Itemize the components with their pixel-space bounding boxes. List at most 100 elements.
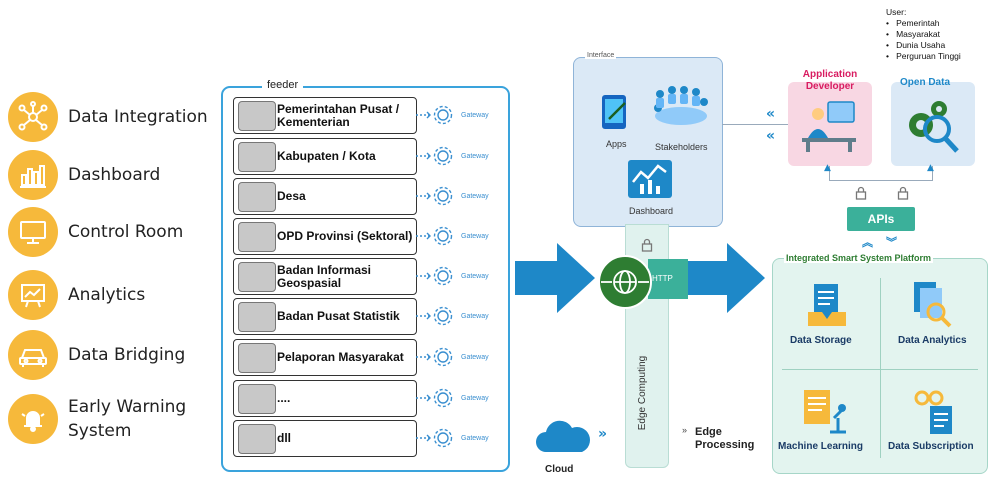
- edge-processing-line2: Processing: [695, 439, 755, 451]
- feeder-row: Desa: [233, 178, 417, 215]
- row-placeholder-box: [238, 101, 276, 131]
- interface-title: Interface: [585, 52, 617, 59]
- data-storage-icon: [808, 284, 846, 326]
- tablet-icon: [602, 95, 626, 129]
- feeder-row: Kabupaten / Kota: [233, 138, 417, 175]
- app-developer-line1: Application: [802, 69, 858, 80]
- apps-label: Apps: [606, 139, 627, 149]
- gateway-label: Gateway: [461, 312, 489, 320]
- apis-box: APIs: [847, 207, 915, 231]
- feeder-row: Pelaporan Masyarakat: [233, 339, 417, 376]
- feature-dashboard: Dashboard: [8, 150, 160, 200]
- feature-label: Data Bridging: [68, 345, 186, 365]
- user-item: • Masyarakat: [886, 29, 940, 39]
- row-label: Kabupaten / Kota: [277, 149, 376, 163]
- open-data-panel: [891, 82, 975, 166]
- http-band: [648, 259, 688, 299]
- user-item: • Pemerintah: [886, 18, 940, 28]
- user-list: User: • Pemerintah • Masyarakat • Dunia …: [886, 7, 961, 62]
- car-icon: [8, 330, 58, 380]
- gateway: Gateway: [416, 265, 489, 287]
- gear-icon: [416, 428, 453, 448]
- gear-icon: [416, 347, 453, 367]
- bell-icon: [8, 394, 58, 444]
- gear-icon: [416, 105, 453, 125]
- gateway-label: Gateway: [461, 434, 489, 442]
- gateway-label: Gateway: [461, 394, 489, 402]
- feature-label: Dashboard: [68, 165, 161, 185]
- chevron-left-icon: «: [766, 106, 776, 122]
- edge-chevron-icon: »: [682, 425, 688, 435]
- feeder-panel: [221, 86, 510, 472]
- connector-line: [722, 124, 790, 125]
- arrow-up-icon: ▲: [824, 163, 831, 173]
- feeder-row: dll: [233, 420, 417, 457]
- gateway-label: Gateway: [461, 111, 489, 119]
- http-label: HTTP: [652, 274, 673, 283]
- feeder-row: Badan Informasi Geospasial: [233, 258, 417, 295]
- lock-icon: [855, 186, 867, 200]
- feature-label: Analytics: [68, 285, 146, 305]
- gear-icon: [416, 306, 453, 326]
- connector-line: [829, 166, 830, 180]
- gateway: Gateway: [416, 387, 489, 409]
- row-label: ....: [277, 391, 291, 405]
- gateway-label: Gateway: [461, 232, 489, 240]
- feature-label: Data Integration: [68, 107, 208, 127]
- data-subscription-icon: [914, 390, 952, 434]
- row-label: Pelaporan Masyarakat: [277, 350, 404, 364]
- globe-icon: [598, 255, 652, 309]
- feature-data-bridging: Data Bridging: [8, 330, 185, 380]
- row-placeholder-box: [238, 182, 276, 212]
- apis-label: APIs: [867, 212, 895, 226]
- gateway: Gateway: [416, 225, 489, 247]
- row-label: Desa: [277, 189, 306, 203]
- row-label: Badan Informasi Geospasial: [277, 262, 372, 290]
- big-arrow-icon: [515, 243, 595, 313]
- row-placeholder-box: [238, 424, 276, 454]
- dashboard-label: Dashboard: [629, 206, 674, 216]
- gateway-label: Gateway: [461, 152, 489, 160]
- feature-label-line1: Early Warning: [68, 397, 187, 417]
- gateway: Gateway: [416, 427, 489, 449]
- platform-cell-label: Data Subscription: [888, 441, 974, 452]
- row-label: dll: [277, 431, 291, 445]
- gateway-label: Gateway: [461, 272, 489, 280]
- platform-divider: [782, 369, 978, 370]
- row-placeholder-box: [238, 222, 276, 252]
- chevron-left-icon: «: [766, 128, 776, 144]
- interface-panel: [573, 57, 723, 227]
- gateway: Gateway: [416, 104, 489, 126]
- feeder-row: OPD Provinsi (Sektoral): [233, 218, 417, 255]
- arrow-up-icon: ▲: [927, 163, 934, 173]
- feature-data-integration: Data Integration: [8, 92, 208, 142]
- feature-control-room: Control Room: [8, 207, 183, 257]
- row-label: Pemerintahan Pusat / Kementerian: [277, 101, 400, 129]
- network-icon: [8, 92, 58, 142]
- big-arrow-icon: [685, 243, 765, 313]
- gateway-label: Gateway: [461, 192, 489, 200]
- feeder-title: feeder: [262, 79, 304, 91]
- feature-label: Control Room: [68, 222, 184, 242]
- lock-icon: [641, 238, 653, 252]
- dashboard-icon: [628, 160, 672, 198]
- cloud-icon: [536, 420, 590, 452]
- lock-icon: [897, 186, 909, 200]
- platform-cell-label: Data Storage: [790, 335, 852, 346]
- data-analytics-icon: [914, 282, 952, 328]
- cloud-label: Cloud: [545, 464, 574, 475]
- analytics-board-icon: [8, 270, 58, 320]
- row-placeholder-box: [238, 384, 276, 414]
- feature-label-line2: System: [68, 421, 132, 441]
- open-data-gears-icon: [909, 101, 959, 153]
- open-data-label: Open Data: [900, 77, 951, 88]
- feeder-row: Badan Pusat Statistik: [233, 298, 417, 335]
- gateway: Gateway: [416, 145, 489, 167]
- feature-analytics: Analytics: [8, 270, 145, 320]
- platform-cell-label: Data Analytics: [898, 335, 967, 346]
- developer-icon: [802, 101, 856, 152]
- feeder-row: Pemerintahan Pusat / Kementerian: [233, 97, 417, 134]
- connector-line: [829, 180, 933, 181]
- gateway: Gateway: [416, 305, 489, 327]
- feature-early-warning: Early Warning System: [8, 394, 186, 444]
